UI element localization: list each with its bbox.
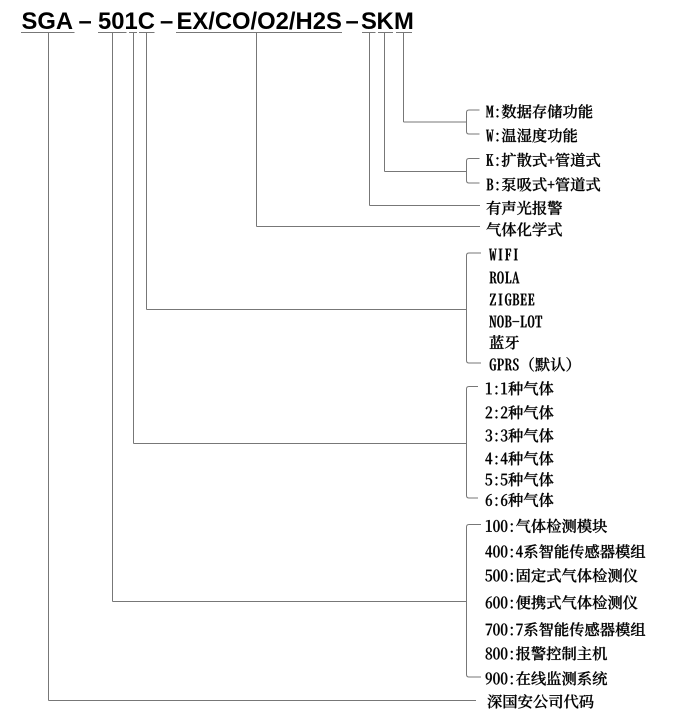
svg-text:501C: 501C [98,8,155,35]
svg-text:–: – [160,8,173,35]
svg-text:SGA: SGA [22,8,74,35]
svg-text:S: S [361,8,377,35]
svg-text:–: – [346,8,359,35]
svg-text:EX/CO/O2/H2S: EX/CO/O2/H2S [177,8,342,35]
svg-text:–: – [79,8,92,35]
svg-text:K: K [377,8,394,35]
svg-text:M: M [394,8,414,35]
